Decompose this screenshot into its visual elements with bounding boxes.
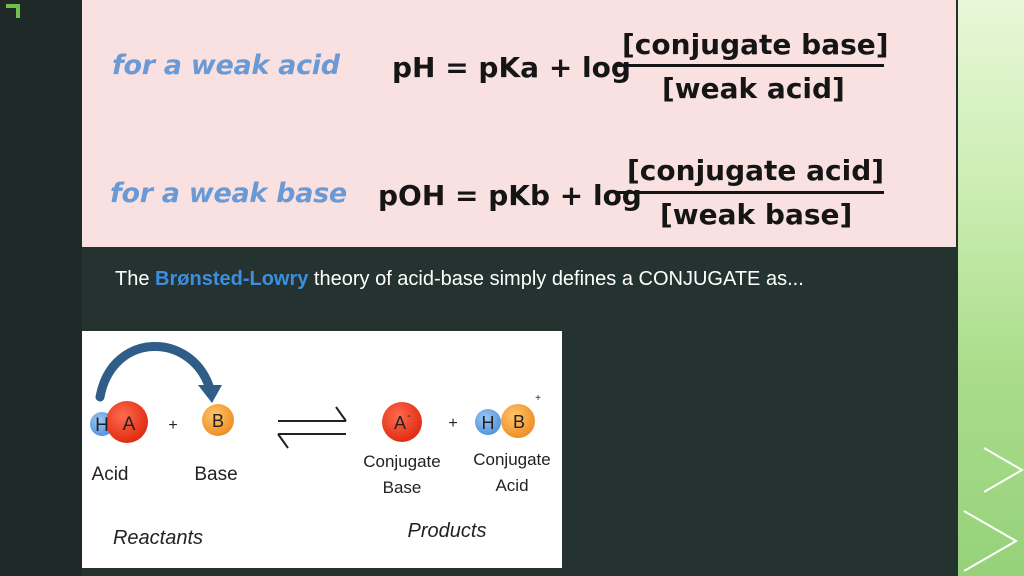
base-denominator: [weak base] xyxy=(660,198,853,231)
decorative-side-panel xyxy=(958,0,1024,576)
label-conj-acid-line1: Conjugate xyxy=(473,450,551,469)
acid-a-text: A xyxy=(123,414,136,435)
label-conj-base-line1: Conjugate xyxy=(363,452,441,471)
corner-logo-icon xyxy=(6,4,20,18)
caption-text: The Brønsted-Lowry theory of acid-base s… xyxy=(115,265,950,293)
acid-denominator: [weak acid] xyxy=(662,72,845,105)
chevron-right-icon xyxy=(983,447,1024,493)
proton-transfer-arrow xyxy=(95,342,215,402)
conj-acid-b-atom xyxy=(501,404,535,438)
acid-h-text: H xyxy=(95,415,109,436)
label-conj-acid-line2: Acid xyxy=(495,476,528,495)
plus-sign-right: + xyxy=(448,415,457,432)
formula-panel: for a weak acid pH = pKa + log [conjugat… xyxy=(82,0,956,247)
arrow-head-icon xyxy=(198,385,222,403)
diagram-canvas: H A + B A - + H B + Acid Base Conjugate … xyxy=(90,342,551,549)
base-equation-lhs: pOH = pKb + log xyxy=(378,179,642,212)
conj-acid-b-text: B xyxy=(513,412,525,432)
acid-equation-lhs: pH = pKa + log xyxy=(392,51,631,84)
acid-numerator: [conjugate base] xyxy=(622,28,889,61)
conj-base-charge: - xyxy=(407,410,411,422)
caption-prefix: The xyxy=(115,268,156,290)
conj-base-a-atom xyxy=(382,402,422,442)
base-numerator: [conjugate acid] xyxy=(627,154,885,187)
plus-sign-left: + xyxy=(168,417,177,434)
acid-a-atom xyxy=(106,401,148,443)
caption-highlight: Brønsted-Lowry xyxy=(155,268,309,290)
base-b-text: B xyxy=(212,411,224,431)
conj-base-a-text: A xyxy=(394,413,406,433)
conj-acid-h-atom xyxy=(475,409,501,435)
chevron-right-icon xyxy=(963,510,1019,572)
conj-acid-charge: + xyxy=(535,393,541,404)
base-b-atom xyxy=(202,404,234,436)
equilibrium-arrows-icon xyxy=(277,406,347,449)
weak-acid-label: for a weak acid xyxy=(112,50,340,81)
caption-suffix: theory of acid-base simply defines a CON… xyxy=(308,268,804,290)
left-strip xyxy=(0,0,82,576)
label-base: Base xyxy=(194,464,237,485)
base-fraction-bar xyxy=(616,191,884,194)
label-reactants: Reactants xyxy=(113,527,203,549)
weak-base-label: for a weak base xyxy=(110,178,347,209)
label-acid: Acid xyxy=(92,464,129,485)
acid-fraction-bar xyxy=(614,64,884,67)
conjugate-diagram: H A + B A - + H B + Acid Base Conjugate … xyxy=(82,331,562,568)
conj-acid-h-text: H xyxy=(482,413,495,433)
label-conj-base-line2: Base xyxy=(383,478,422,497)
label-products: Products xyxy=(408,520,487,542)
